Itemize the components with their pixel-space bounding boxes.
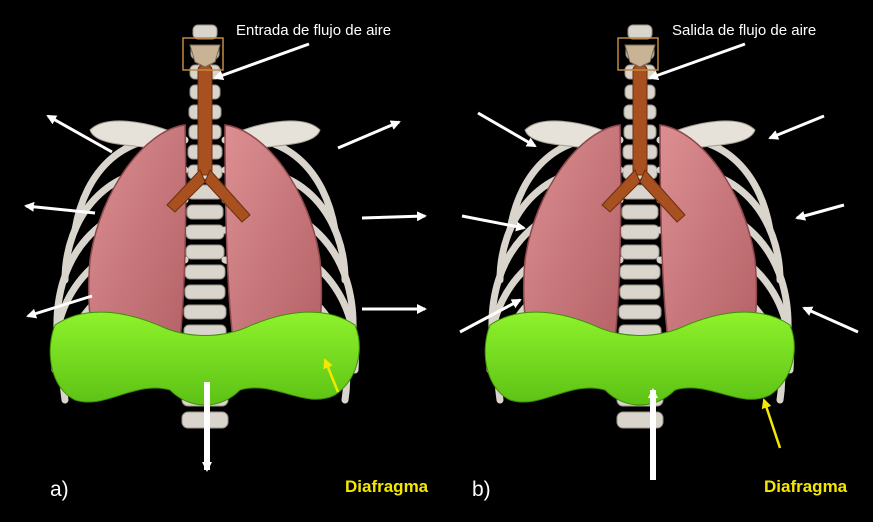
panel-letter-b: b) [472, 478, 491, 502]
torso-illustration-a [50, 25, 359, 428]
diaphragm-label-a: Diafragma [345, 477, 428, 497]
airflow-in-label: Entrada de flujo de aire [236, 22, 391, 39]
diaphragm-label-b: Diafragma [764, 477, 847, 497]
airflow-out-label: Salida de flujo de aire [672, 22, 816, 39]
torso-illustration-b [485, 25, 794, 428]
diaphragm-pointer-b [764, 400, 780, 448]
panel-letter-a: a) [50, 478, 69, 502]
